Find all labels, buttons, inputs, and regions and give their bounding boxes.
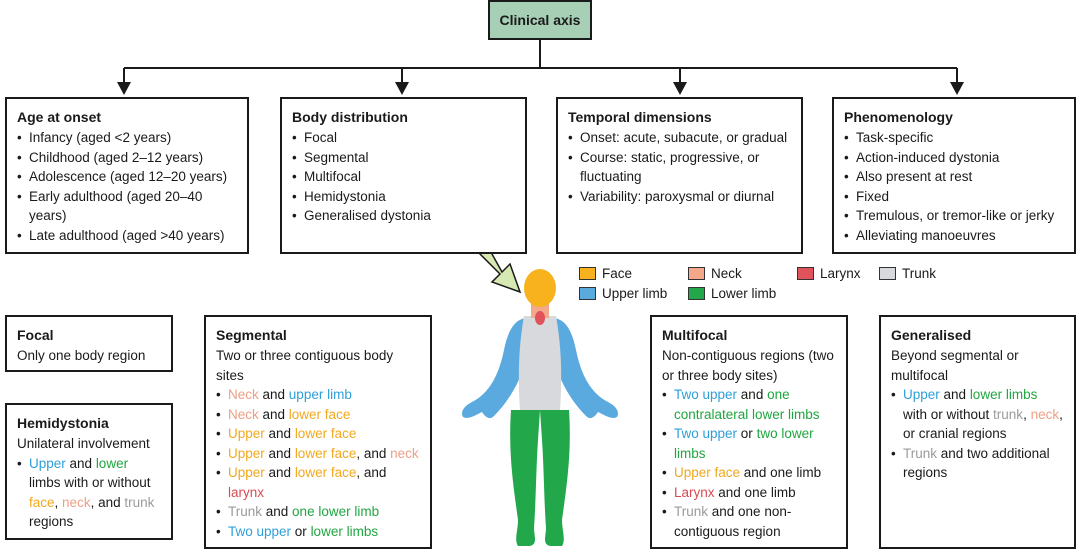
multi-desc: Non-contiguous regions (two or three bod… (662, 348, 834, 383)
list-item: Trunk and one non-contiguous region (662, 502, 836, 541)
legend-lower-limb: Lower limb (688, 286, 776, 301)
trunk-region (518, 316, 562, 410)
list-item: Multifocal (292, 167, 515, 187)
list-item: Trunk and one lower limb (216, 502, 420, 522)
arrowhead-age (117, 82, 131, 95)
phen-title: Phenomenology (844, 109, 953, 125)
face-region (524, 269, 556, 307)
age-list: Infancy (aged <2 years) Childhood (aged … (17, 128, 237, 245)
list-item: Larynx and one limb (662, 483, 836, 503)
legend-face: Face (579, 266, 632, 281)
list-item: Two upper and one contralateral lower li… (662, 385, 836, 424)
legend-larynx: Larynx (797, 266, 861, 281)
temporal-list: Onset: acute, subacute, or gradual Cours… (568, 128, 791, 206)
legend-larynx-label: Larynx (820, 266, 861, 281)
phenomenology-box: Phenomenology Task-specific Action-induc… (832, 97, 1076, 254)
seg-title: Segmental (216, 327, 287, 343)
seg-desc: Two or three contiguous body sites (216, 348, 394, 383)
left-lower-limb (510, 410, 540, 546)
list-item: Upper and lower face, and neck (216, 444, 420, 464)
pointer-arrow (477, 243, 522, 294)
focal-desc: Only one body region (17, 348, 146, 363)
root-node: Clinical axis (488, 0, 592, 40)
list-item: Neck and lower face (216, 405, 420, 425)
hemi-desc: Unilateral involvement (17, 436, 150, 451)
legend-lower-limb-label: Lower limb (711, 286, 777, 301)
focal-box: Focal Only one body region (5, 315, 173, 372)
legend-neck-label: Neck (711, 266, 742, 281)
hemi-title: Hemidystonia (17, 415, 109, 431)
hemidystonia-box: Hemidystonia Unilateral involvement Uppe… (5, 403, 173, 540)
list-item: Childhood (aged 2–12 years) (17, 148, 237, 168)
lower-limb-swatch (688, 287, 705, 300)
list-item: Variability: paroxysmal or diurnal (568, 187, 791, 207)
age-at-onset-box: Age at onset Infancy (aged <2 years) Chi… (5, 97, 249, 254)
upper-limb-swatch (579, 287, 596, 300)
gen-title: Generalised (891, 327, 972, 343)
right-lower-limb (540, 410, 570, 546)
list-item: Segmental (292, 148, 515, 168)
list-item: Upper face and one limb (662, 463, 836, 483)
trunk-swatch (879, 267, 896, 280)
root-label: Clinical axis (499, 12, 581, 28)
list-item: Onset: acute, subacute, or gradual (568, 128, 791, 148)
phen-list: Task-specific Action-induced dystonia Al… (844, 128, 1064, 245)
body-distribution-box: Body distribution Focal Segmental Multif… (280, 97, 527, 254)
list-item: Course: static, progressive, or fluctuat… (568, 148, 780, 187)
legend-upper-limb-label: Upper limb (602, 286, 668, 301)
face-swatch (579, 267, 596, 280)
focal-title: Focal (17, 327, 54, 343)
list-item: Alleviating manoeuvres (844, 226, 1064, 246)
multifocal-box: Multifocal Non-contiguous regions (two o… (650, 315, 848, 549)
multi-title: Multifocal (662, 327, 728, 343)
list-item: Upper and lower limbs with or without tr… (891, 385, 1064, 444)
list-item: Late adulthood (aged >40 years) (17, 226, 237, 246)
left-upper-limb (462, 318, 528, 419)
legend-trunk: Trunk (879, 266, 936, 281)
list-item: Action-induced dystonia (844, 148, 1064, 168)
generalised-box: Generalised Beyond segmental or multifoc… (879, 315, 1076, 549)
list-item: Tremulous, or tremor-like or jerky (844, 206, 1064, 226)
larynx-region (535, 311, 545, 325)
legend-upper-limb: Upper limb (579, 286, 667, 301)
legend-neck: Neck (688, 266, 742, 281)
list-item: Adolescence (aged 12–20 years) (17, 167, 237, 187)
list-item: Trunk and two additional regions (891, 444, 1064, 483)
gen-desc: Beyond segmental or multifocal (891, 348, 1019, 383)
list-item: Generalised dystonia (292, 206, 515, 226)
body-list: Focal Segmental Multifocal Hemidystonia … (292, 128, 515, 226)
list-item: Focal (292, 128, 515, 148)
list-item: Also present at rest (844, 167, 1064, 187)
age-title: Age at onset (17, 109, 102, 125)
temporal-title: Temporal dimensions (568, 109, 712, 125)
arrowhead-temporal (673, 82, 687, 95)
list-item: Two upper or lower limbs (216, 522, 420, 542)
body-title: Body distribution (292, 109, 408, 125)
legend-face-label: Face (602, 266, 633, 281)
legend-trunk-label: Trunk (902, 266, 937, 281)
arrowhead-phenomenology (950, 82, 964, 95)
list-item: Upper and lower limbs with or without fa… (17, 454, 161, 532)
list-item: Upper and lower face, and larynx (216, 463, 420, 502)
larynx-swatch (797, 267, 814, 280)
list-item: Neck and upper limb (216, 385, 420, 405)
neck-swatch (688, 267, 705, 280)
list-item: Fixed (844, 187, 1064, 207)
list-item: Hemidystonia (292, 187, 515, 207)
segmental-box: Segmental Two or three contiguous body s… (204, 315, 432, 549)
arrowhead-body (395, 82, 409, 95)
list-item: Two upper or two lower limbs (662, 424, 836, 463)
list-item: Infancy (aged <2 years) (17, 128, 237, 148)
list-item: Early adulthood (aged 20–40 years) (17, 187, 204, 226)
list-item: Upper and lower face (216, 424, 420, 444)
right-upper-limb (552, 318, 618, 419)
temporal-dimensions-box: Temporal dimensions Onset: acute, subacu… (556, 97, 803, 254)
list-item: Task-specific (844, 128, 1064, 148)
